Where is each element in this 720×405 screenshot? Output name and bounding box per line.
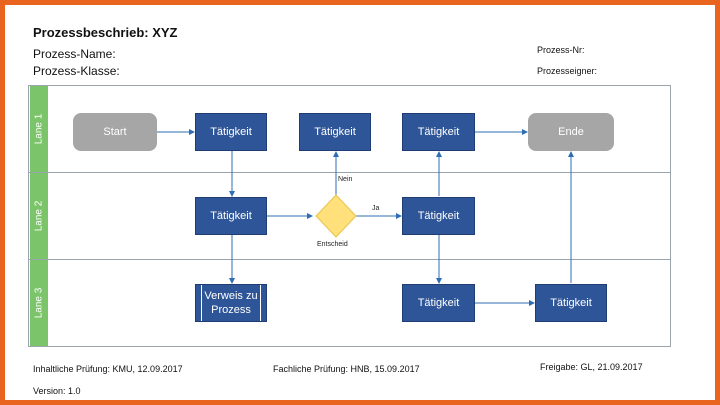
task-lane3-a: Tätigkeit [402, 284, 475, 322]
decision-diamond [315, 194, 357, 238]
process-nr-label: Prozess-Nr: [537, 45, 585, 55]
page: Prozessbeschrieb: XYZ Prozess-Name: Proz… [5, 5, 715, 400]
connectors [157, 129, 574, 306]
decision-no-label: Nein [338, 176, 353, 183]
process-class-label: Prozess-Klasse: [33, 64, 120, 78]
version-info: Version: 1.0 [33, 386, 81, 396]
task-lane1-a: Tätigkeit [195, 113, 267, 151]
process-owner-label: Prozesseigner: [537, 66, 598, 76]
lane-1-label: Lane 1 [30, 86, 48, 172]
technical-review: Fachliche Prüfung: HNB, 15.09.2017 [273, 364, 420, 374]
lane-3 [28, 259, 671, 347]
task-lane3-b: Tätigkeit [535, 284, 607, 322]
release-info: Freigabe: GL, 21.09.2017 [540, 362, 643, 372]
end-node: Ende [528, 113, 614, 151]
process-name-label: Prozess-Name: [33, 47, 116, 61]
task-lane1-b: Tätigkeit [299, 113, 371, 151]
lane-2-label: Lane 2 [30, 173, 48, 259]
task-lane1-c: Tätigkeit [402, 113, 475, 151]
content-review: Inhaltliche Prüfung: KMU, 12.09.2017 [33, 364, 183, 374]
decision-yes-label: Ja [372, 205, 380, 212]
process-reference: Verweis zu Prozess [195, 284, 267, 322]
lane-3-label: Lane 3 [30, 260, 48, 346]
start-node: Start [73, 113, 157, 151]
task-lane2-b: Tätigkeit [402, 197, 475, 235]
page-title: Prozessbeschrieb: XYZ [33, 25, 178, 40]
task-lane2-a: Tätigkeit [195, 197, 267, 235]
decision-label: Entscheid [317, 241, 348, 248]
